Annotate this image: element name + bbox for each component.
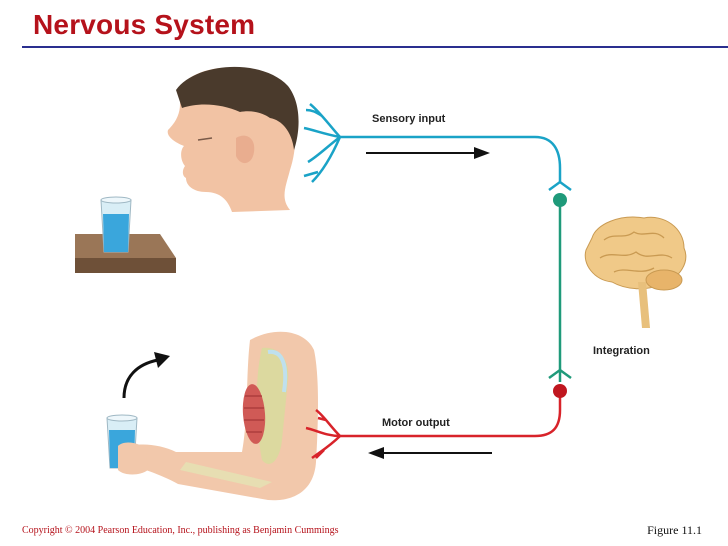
figure-number: Figure 11.1 <box>647 523 702 537</box>
sensory-input-label: Sensory input <box>372 113 446 125</box>
motor-nerve <box>305 392 562 460</box>
title-underline <box>22 46 728 48</box>
sensory-direction-arrow <box>366 147 490 159</box>
brain-illustration <box>584 216 687 328</box>
motor-direction-arrow <box>368 447 492 459</box>
table-with-glass <box>75 196 176 273</box>
lift-motion-arrow <box>122 352 170 399</box>
glass-icon <box>100 196 132 253</box>
copyright-notice: Copyright © 2004 Pearson Education, Inc.… <box>22 525 339 536</box>
arm-holding-glass-illustration <box>106 331 318 501</box>
head-profile-illustration <box>167 66 299 212</box>
slide-title: Nervous System <box>33 9 256 40</box>
motor-synapse-node <box>553 384 567 398</box>
sensory-nerve <box>303 103 572 192</box>
motor-output-label: Motor output <box>382 417 450 429</box>
integration-label: Integration <box>593 345 650 357</box>
integration-nerve <box>548 193 572 382</box>
